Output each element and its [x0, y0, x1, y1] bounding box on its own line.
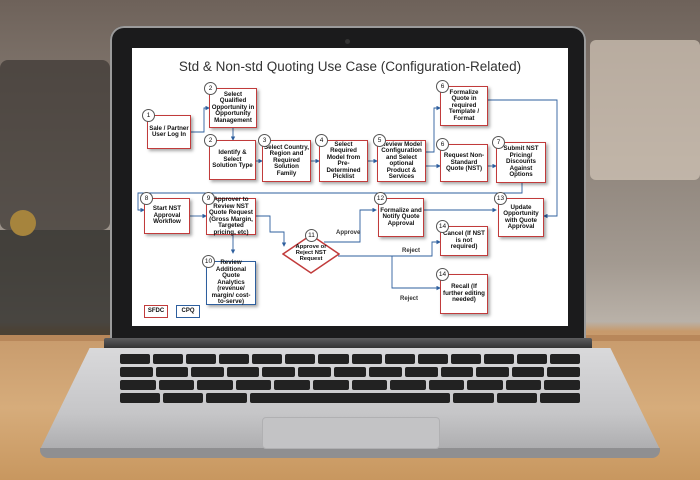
step-label: Approver to Review NST Quote Request (Gr…	[208, 196, 253, 236]
step-box-14-cancel: Cancel (If NST is not required)	[440, 226, 488, 256]
step-box-2: Select Qualified Opportunity in Opportun…	[209, 88, 257, 128]
camera-icon	[345, 39, 350, 44]
step-number: 7	[492, 136, 505, 149]
edge-6-13	[488, 99, 558, 219]
step-number: 4	[315, 134, 328, 147]
step-box-2b: Identify & Select Solution Type	[209, 140, 256, 180]
edge-11-14b	[391, 256, 441, 291]
step-box-4: Select Required Model from Pre-Determine…	[319, 140, 368, 182]
step-number: 8	[140, 192, 153, 205]
edge-label-reject: Reject	[400, 296, 419, 302]
step-label: Review Additional Quote Analytics (reven…	[211, 259, 251, 306]
laptop-hinge	[104, 338, 592, 350]
step-number: 11	[305, 229, 318, 242]
background-cabinet	[0, 60, 110, 230]
background-window	[590, 40, 700, 180]
decision-diamond	[282, 234, 340, 274]
step-box-8: Start NST Approval Workflow	[144, 198, 190, 234]
background-knob	[10, 210, 36, 236]
step-number: 12	[374, 192, 387, 205]
step-number: 14	[436, 268, 449, 281]
step-number: 9	[202, 192, 215, 205]
step-box-10: Review Additional Quote Analytics (reven…	[206, 259, 256, 306]
step-label: Identify & Select Solution Type	[212, 149, 253, 170]
step-box-1: Sale / Partner User Log In	[147, 115, 191, 149]
step-label: Recall (If further editing needed)	[443, 283, 485, 304]
step-box-3: Select Country, Region and Required Solu…	[262, 140, 311, 182]
step-number: 6	[436, 80, 449, 93]
step-number: 1	[142, 109, 155, 122]
step-label: Update Opportunity with Quote Approval	[503, 203, 539, 230]
connector-lines	[137, 99, 558, 291]
step-label: Formalize Quote in required Template / F…	[448, 88, 480, 122]
step-box-14-recall: Recall (If further editing needed)	[440, 274, 488, 314]
step-box-9: Approver to Review NST Quote Request (Gr…	[206, 196, 256, 236]
step-label: Select Required Model from Pre-Determine…	[326, 140, 361, 180]
step-number: 6	[436, 138, 449, 151]
edge-7-8	[137, 183, 523, 213]
step-label: Cancel (If NST is not required)	[443, 230, 485, 251]
step-box-5: Review Model Configuration and Select op…	[377, 140, 426, 182]
edge-label-approve: Approve	[336, 230, 361, 236]
step-number: 14	[436, 220, 449, 233]
step-box-6b: Request Non-Standard Quote (NST)	[440, 144, 488, 182]
step-number: 13	[494, 192, 507, 205]
step-box-7: Submit NST Pricing/ Discounts Against Op…	[496, 142, 546, 183]
step-label: Request Non-Standard Quote (NST)	[443, 152, 485, 173]
step-number: 2	[204, 82, 217, 95]
edge-1-2	[191, 105, 210, 133]
keyboard	[119, 354, 581, 412]
step-box-12: Formalize and Notify Quote Approval	[378, 198, 424, 237]
edge-11-14	[338, 239, 441, 257]
step-label: Select Qualified Opportunity in Opportun…	[211, 90, 255, 124]
step-label: Start NST Approval Workflow	[152, 205, 182, 226]
step-label: Sale / Partner User Log In	[149, 124, 189, 138]
decision-label: Approve or Reject NST Request	[295, 244, 327, 263]
step-number: 2	[204, 134, 217, 147]
step-label: Select Country, Region and Required Solu…	[264, 143, 309, 177]
laptop-base-front	[40, 448, 660, 458]
step-box-13: Update Opportunity with Quote Approval	[498, 198, 544, 237]
edge-5-6	[426, 105, 441, 153]
step-label: Submit NST Pricing/ Discounts Against Op…	[503, 145, 539, 179]
step-number: 10	[202, 255, 215, 268]
legend-cpq: CPQ	[176, 305, 200, 318]
edge-9-11	[256, 215, 287, 247]
edge-11-12	[324, 207, 377, 243]
laptop-screen: Std & Non-std Quoting Use Case (Configur…	[132, 48, 568, 326]
legend-sfdc: SFDC	[144, 305, 168, 318]
step-label: Review Model Configuration and Select op…	[381, 140, 422, 180]
step-number: 5	[373, 134, 386, 147]
step-number: 3	[258, 134, 271, 147]
diagram-title: Std & Non-std Quoting Use Case (Configur…	[178, 59, 522, 74]
background-oven	[0, 230, 120, 340]
edge-label-reject: Reject	[402, 248, 421, 254]
trackpad	[262, 417, 440, 449]
step-label: Formalize and Notify Quote Approval	[380, 206, 422, 227]
step-box-6: Formalize Quote in required Template / F…	[440, 86, 488, 126]
